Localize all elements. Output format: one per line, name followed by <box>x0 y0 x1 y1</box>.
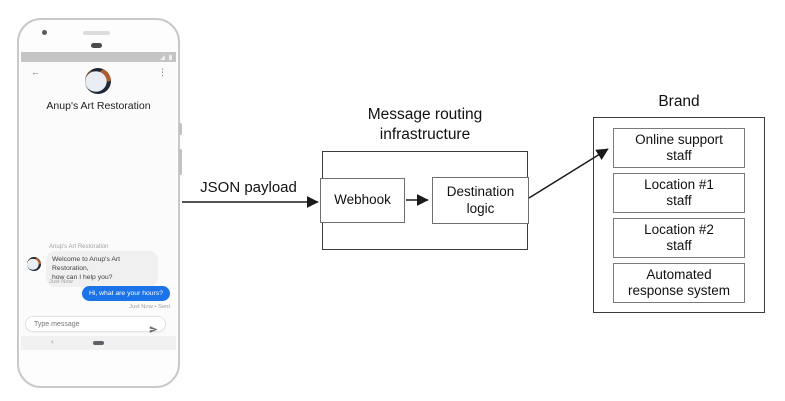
avatar <box>27 257 41 271</box>
android-nav-bar: ‹ <box>21 336 176 350</box>
send-icon[interactable] <box>149 321 158 333</box>
volume-button <box>179 149 182 175</box>
target-label: Location #1 staff <box>644 176 714 209</box>
home-pill-button[interactable] <box>93 341 104 345</box>
brand-target-location-1: Location #1 staff <box>613 173 745 213</box>
routing-infrastructure-title: Message routing infrastructure <box>367 106 483 143</box>
brand-box <box>593 117 765 313</box>
battery-icon <box>168 55 172 60</box>
chat-header: ← ⋮ Anup's Art Restoration <box>21 62 176 112</box>
outgoing-message-bubble: Hi, what are your hours? <box>81 286 170 302</box>
earpiece-notch <box>91 43 102 48</box>
brand-target-location-2: Location #2 staff <box>613 218 745 258</box>
webhook-label: Webhook <box>334 192 391 208</box>
outgoing-timestamp: Just Now • Sent <box>128 304 170 310</box>
destination-logic-box: Destination logic <box>432 177 529 224</box>
target-label: Automated response system <box>627 266 731 299</box>
chat-title: Anup's Art Restoration <box>46 100 151 112</box>
nav-back-icon[interactable]: ‹ <box>51 337 54 346</box>
status-bar <box>21 52 176 62</box>
message-input-bar <box>25 316 166 333</box>
brand-title: Brand <box>658 93 700 110</box>
signal-icon <box>160 55 165 60</box>
phone-screen: ← ⋮ Anup's Art Restoration Anup's Art Re… <box>21 52 176 350</box>
sender-label: Anup's Art Restoration <box>49 244 109 250</box>
target-label: Online support staff <box>635 131 723 164</box>
target-label: Location #2 staff <box>644 221 714 254</box>
message-input[interactable] <box>34 317 139 331</box>
avatar <box>85 68 111 94</box>
brand-target-online-support: Online support staff <box>613 128 745 168</box>
json-payload-label: JSON payload <box>200 179 297 196</box>
speaker-slot <box>83 31 110 35</box>
brand-target-automated-response: Automated response system <box>613 263 745 303</box>
webhook-box: Webhook <box>320 178 405 223</box>
destination-logic-label: Destination logic <box>446 184 515 216</box>
phone-mockup: ← ⋮ Anup's Art Restoration Anup's Art Re… <box>17 18 182 388</box>
power-button <box>179 123 182 135</box>
incoming-timestamp: Just Now <box>49 279 73 285</box>
incoming-message-bubble: Welcome to Anup's Art Restoration, how c… <box>46 251 158 287</box>
camera-icon <box>42 30 47 35</box>
overflow-menu-icon[interactable]: ⋮ <box>158 67 167 77</box>
back-arrow-icon[interactable]: ← <box>31 67 40 77</box>
